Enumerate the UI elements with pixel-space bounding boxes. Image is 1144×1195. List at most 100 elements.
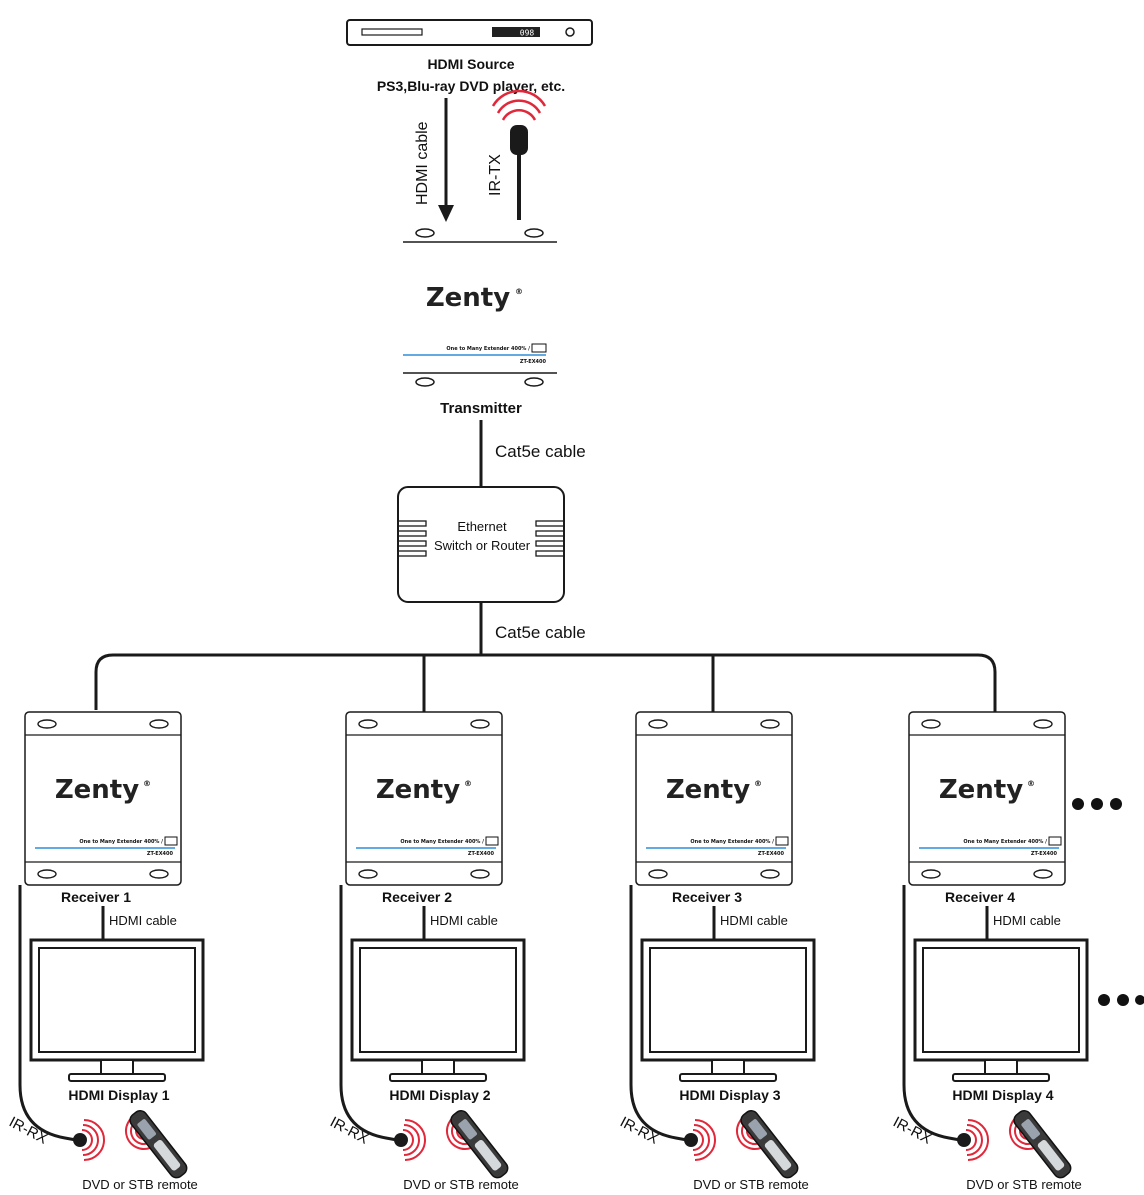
more-receivers-ellipsis-icon <box>1072 798 1122 810</box>
remote-screen-icon <box>458 1119 477 1140</box>
port-icon <box>397 520 565 557</box>
receiver-unit-4: Zenty ® One to Many Extender 400% / ZT-EX4… <box>890 711 1089 1192</box>
ir-wave-icon <box>692 1129 704 1151</box>
mount-hole-icon <box>149 719 169 729</box>
brand-registered-mark: ® <box>1027 779 1035 788</box>
mount-hole-icon <box>358 869 378 879</box>
receiver-body <box>24 711 182 886</box>
cat5e-lower-label: Cat5e cable <box>495 623 586 642</box>
mount-hole-icon <box>648 719 668 729</box>
mount-hole-icon <box>648 869 668 879</box>
ir-rx-sensor-icon <box>73 1133 87 1147</box>
hdmi-cable-label: HDMI cable <box>109 913 177 928</box>
remote-screen-icon <box>1021 1119 1040 1140</box>
monitor-screen <box>922 947 1080 1053</box>
arrow-down-icon <box>438 205 454 222</box>
remote-label: DVD or STB remote <box>693 1177 809 1192</box>
mount-hole-icon <box>415 377 435 387</box>
transmitter-label: Transmitter <box>440 400 522 417</box>
receiver-unit-2: Zenty ® One to Many Extender 400% / ZT-EX4… <box>327 711 526 1192</box>
monitor-stand <box>68 1073 166 1082</box>
model-badge <box>775 836 789 846</box>
receiver-label: Receiver 4 <box>945 889 1015 905</box>
remote-keypad-icon <box>764 1139 792 1171</box>
source-subtitle: PS3,Blu-ray DVD player, etc. <box>377 78 565 94</box>
mount-hole-icon <box>415 228 435 238</box>
brand-logo: Zenty <box>426 283 510 313</box>
mount-hole-icon <box>760 719 780 729</box>
brand-logo: Zenty <box>376 775 460 805</box>
ethernet-switch: Ethernet Switch or Router <box>397 486 565 603</box>
ir-rx-cable <box>902 885 961 1142</box>
receivers-group: Zenty ® One to Many Extender 400% / ZT-EX4… <box>6 711 1089 1192</box>
monitor-screen <box>38 947 196 1053</box>
model-badge <box>485 836 499 846</box>
display-label: HDMI Display 3 <box>679 1087 780 1103</box>
receiver-label: Receiver 2 <box>382 889 452 905</box>
receiver-model-line: One to Many Extender 400% / <box>690 839 774 845</box>
mount-hole-icon <box>470 869 490 879</box>
hdmi-cable-vertical-label: HDMI cable <box>414 121 431 205</box>
brand-logo: Zenty <box>939 775 1023 805</box>
ir-tx-emitter: IR-TX <box>487 89 547 220</box>
mount-hole-icon <box>921 719 941 729</box>
mount-hole-icon <box>149 869 169 879</box>
remote-label: DVD or STB remote <box>82 1177 198 1192</box>
monitor-neck <box>984 1059 1018 1075</box>
mount-hole-icon <box>470 719 490 729</box>
receiver-model-line: One to Many Extender 400% / <box>400 839 484 845</box>
receiver-model-code: ZT-EX400 <box>1031 851 1058 857</box>
remote-keypad-icon <box>1037 1139 1065 1171</box>
receiver-model-code: ZT-EX400 <box>758 851 785 857</box>
receiver-label: Receiver 3 <box>672 889 742 905</box>
source-disc-slot <box>361 28 423 36</box>
ir-wave-icon <box>402 1129 414 1151</box>
source-display-text: 098 <box>520 29 535 38</box>
monitor-neck <box>100 1059 134 1075</box>
receiver-model-code: ZT-EX400 <box>147 851 174 857</box>
brand-registered-mark: ® <box>515 287 523 296</box>
transmitter-model-line: One to Many Extender 400% / <box>446 346 530 352</box>
remote-keypad-icon <box>474 1139 502 1171</box>
receiver-body <box>908 711 1066 886</box>
ir-wave-icon <box>966 1124 983 1156</box>
hdmi-cable-label: HDMI cable <box>430 913 498 928</box>
monitor-screen <box>649 947 807 1053</box>
hdmi-cable-source: HDMI cable <box>414 98 454 222</box>
source-power-knob <box>565 27 575 37</box>
brand-logo: Zenty <box>666 775 750 805</box>
ir-rx-cable <box>18 885 77 1142</box>
source-title: HDMI Source <box>427 56 514 72</box>
remote-screen-icon <box>748 1119 767 1140</box>
mount-hole-icon <box>358 719 378 729</box>
transmitter: Zenty ® One to Many Extender 400% / ZT-E… <box>403 283 557 417</box>
ir-wave-icon <box>965 1129 977 1151</box>
mount-hole-icon <box>524 377 544 387</box>
monitor-stand <box>389 1073 487 1082</box>
receiver-unit-1: Zenty®One to Many Extender 400% / ZT-EX4… <box>6 711 205 1192</box>
mount-hole-icon <box>1033 719 1053 729</box>
remote-label: DVD or STB remote <box>403 1177 519 1192</box>
brand-registered-mark: ® <box>464 779 472 788</box>
ir-wave-icon <box>83 1119 105 1161</box>
display-label: HDMI Display 1 <box>68 1087 169 1103</box>
ir-rx-sensor-icon <box>957 1133 971 1147</box>
receiver-model-line: One to Many Extender 400% / <box>79 839 163 845</box>
monitor-neck <box>711 1059 745 1075</box>
ir-rx-sensor-icon <box>684 1133 698 1147</box>
cat5e-upper-label: Cat5e cable <box>495 442 586 461</box>
ir-wave-icon <box>693 1124 710 1156</box>
switch-label-line1: Ethernet <box>457 519 507 534</box>
hdmi-cable-label: HDMI cable <box>720 913 788 928</box>
ir-wave-icon <box>82 1124 99 1156</box>
receiver-label: Receiver 1 <box>61 889 131 905</box>
receiver-model-line: One to Many Extender 400% / <box>963 839 1047 845</box>
hdmi-cable-label: HDMI cable <box>993 913 1061 928</box>
mount-hole-icon <box>37 719 57 729</box>
receiver-model-code: ZT-EX400 <box>468 851 495 857</box>
switch-label-line2: Switch or Router <box>434 538 531 553</box>
ir-wave-icon <box>491 89 547 107</box>
ir-wave-icon <box>403 1124 420 1156</box>
brand-registered-mark: ® <box>143 779 151 788</box>
